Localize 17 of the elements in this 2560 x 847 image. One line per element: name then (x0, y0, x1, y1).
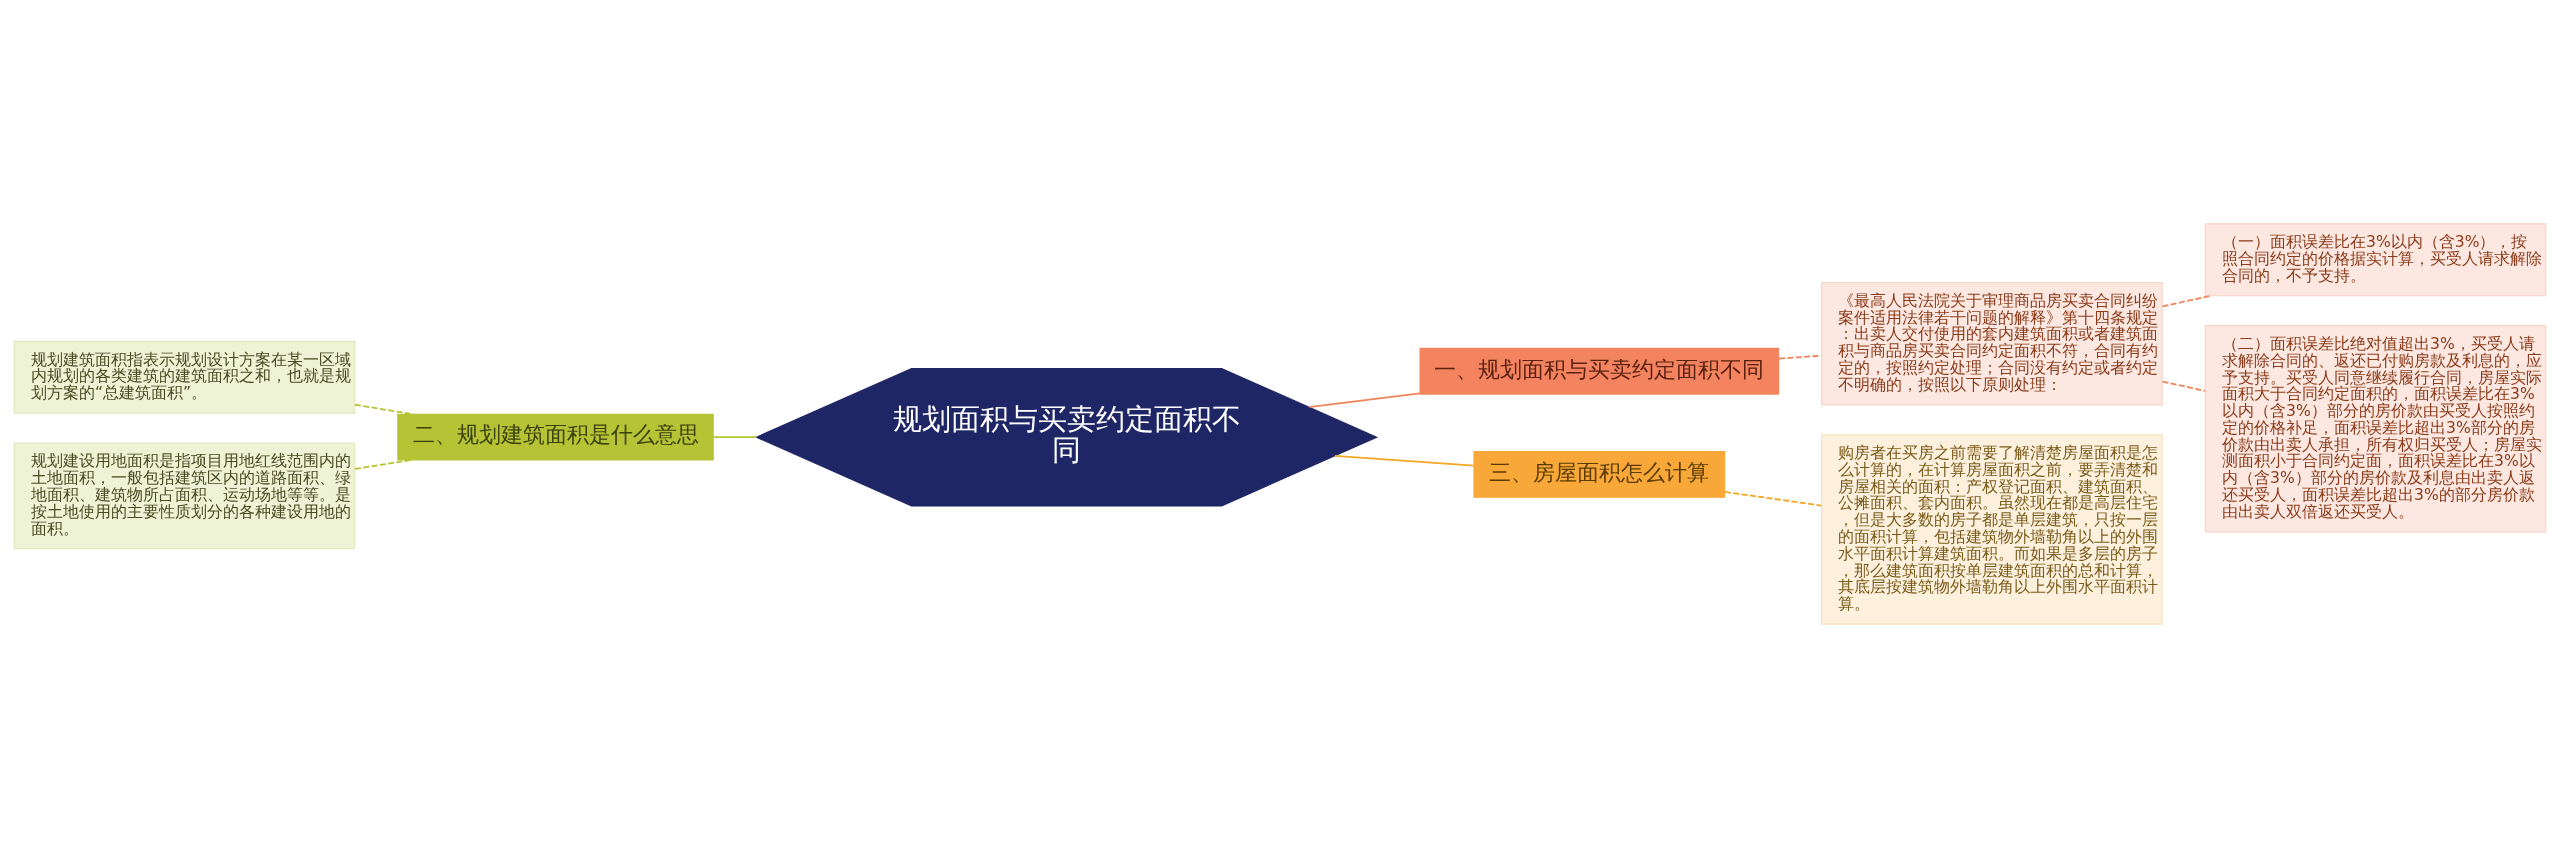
node-box: 购房者在买房之前需要了解清楚房屋面积是怎么计算的，在计算房屋面积之前，要弄清楚和房屋相关的面积：产权登记面积、建筑面积、公摊面积、套内面积。虽然现在都是高层住宅，但是大多数的房子都是单层建筑，只按一层的面积计算，包括建筑物外墙勒角以上的外围水平面积计算建筑面积。而如果是多层的房子，那么建筑面积按单层建筑面积的总和计算，其底层按建筑物外墙勒角以上外围水平面积计算。 (1821, 433, 2163, 625)
connector (1308, 392, 1421, 408)
connector (354, 403, 415, 415)
connector (1724, 490, 1823, 506)
connector (354, 458, 412, 470)
connector (712, 435, 758, 438)
connector (1334, 454, 1475, 467)
node-box: （二）面积误差比绝对值超出3%，买受人请求解除合同的、返还已付购房款及利息的，应予支持。买受人同意继续履行合同，房屋实际面积大于合同约定面积的，面积误差比在3%以内（含3%）部分的房价款由买受人按照约定的价格补足，面积误差比超出3%部分的房价款由出卖人承担，所有权归买受人；房屋实测面积小于合同约定面，面积误差比在3%以内（含3%）部分的房价款及利息由出卖人返还买受人，面积误差比超出3%的部分房价款由出卖人双倍返还买受人。 (2204, 324, 2547, 532)
node-box: 规划建筑面积指表示规划设计方案在某一区域内规划的各类建筑的建筑面积之和，也就是规划方案的“总建筑面积”。 (13, 340, 356, 414)
node-box: 《最高人民法院关于审理商品房买卖合同纠纷案件适用法律若干问题的解释》第十四条规定：出卖人交付使用的套内建筑面积或者建筑面积与商品房买卖合同约定面积不符，合同有约定的，按照约定处理；合同没有约定或者约定不明确的，按照以下原则处理： (1821, 281, 2163, 405)
node-box: 二、规划建筑面积是什么意思 (397, 413, 714, 461)
node-box: 规划建设用地面积是指项目用地红线范围内的土地面积，一般包括建筑区内的道路面积、绿地面积、建筑物所占面积、运动场地等等。是按土地使用的主要性质划分的各种建设用地的面积。 (13, 442, 356, 549)
node-box: 三、房屋面积怎么计算 (1473, 450, 1726, 498)
node-box: 一、规划面积与买卖约定面积不同 (1419, 347, 1780, 395)
connector (2161, 380, 2206, 392)
connector (2161, 294, 2212, 307)
node-box: （一）面积误差比在3%以内（含3%），按照合同约定的价格据实计算，买受人请求解除合同的，不予支持。 (2204, 222, 2547, 296)
